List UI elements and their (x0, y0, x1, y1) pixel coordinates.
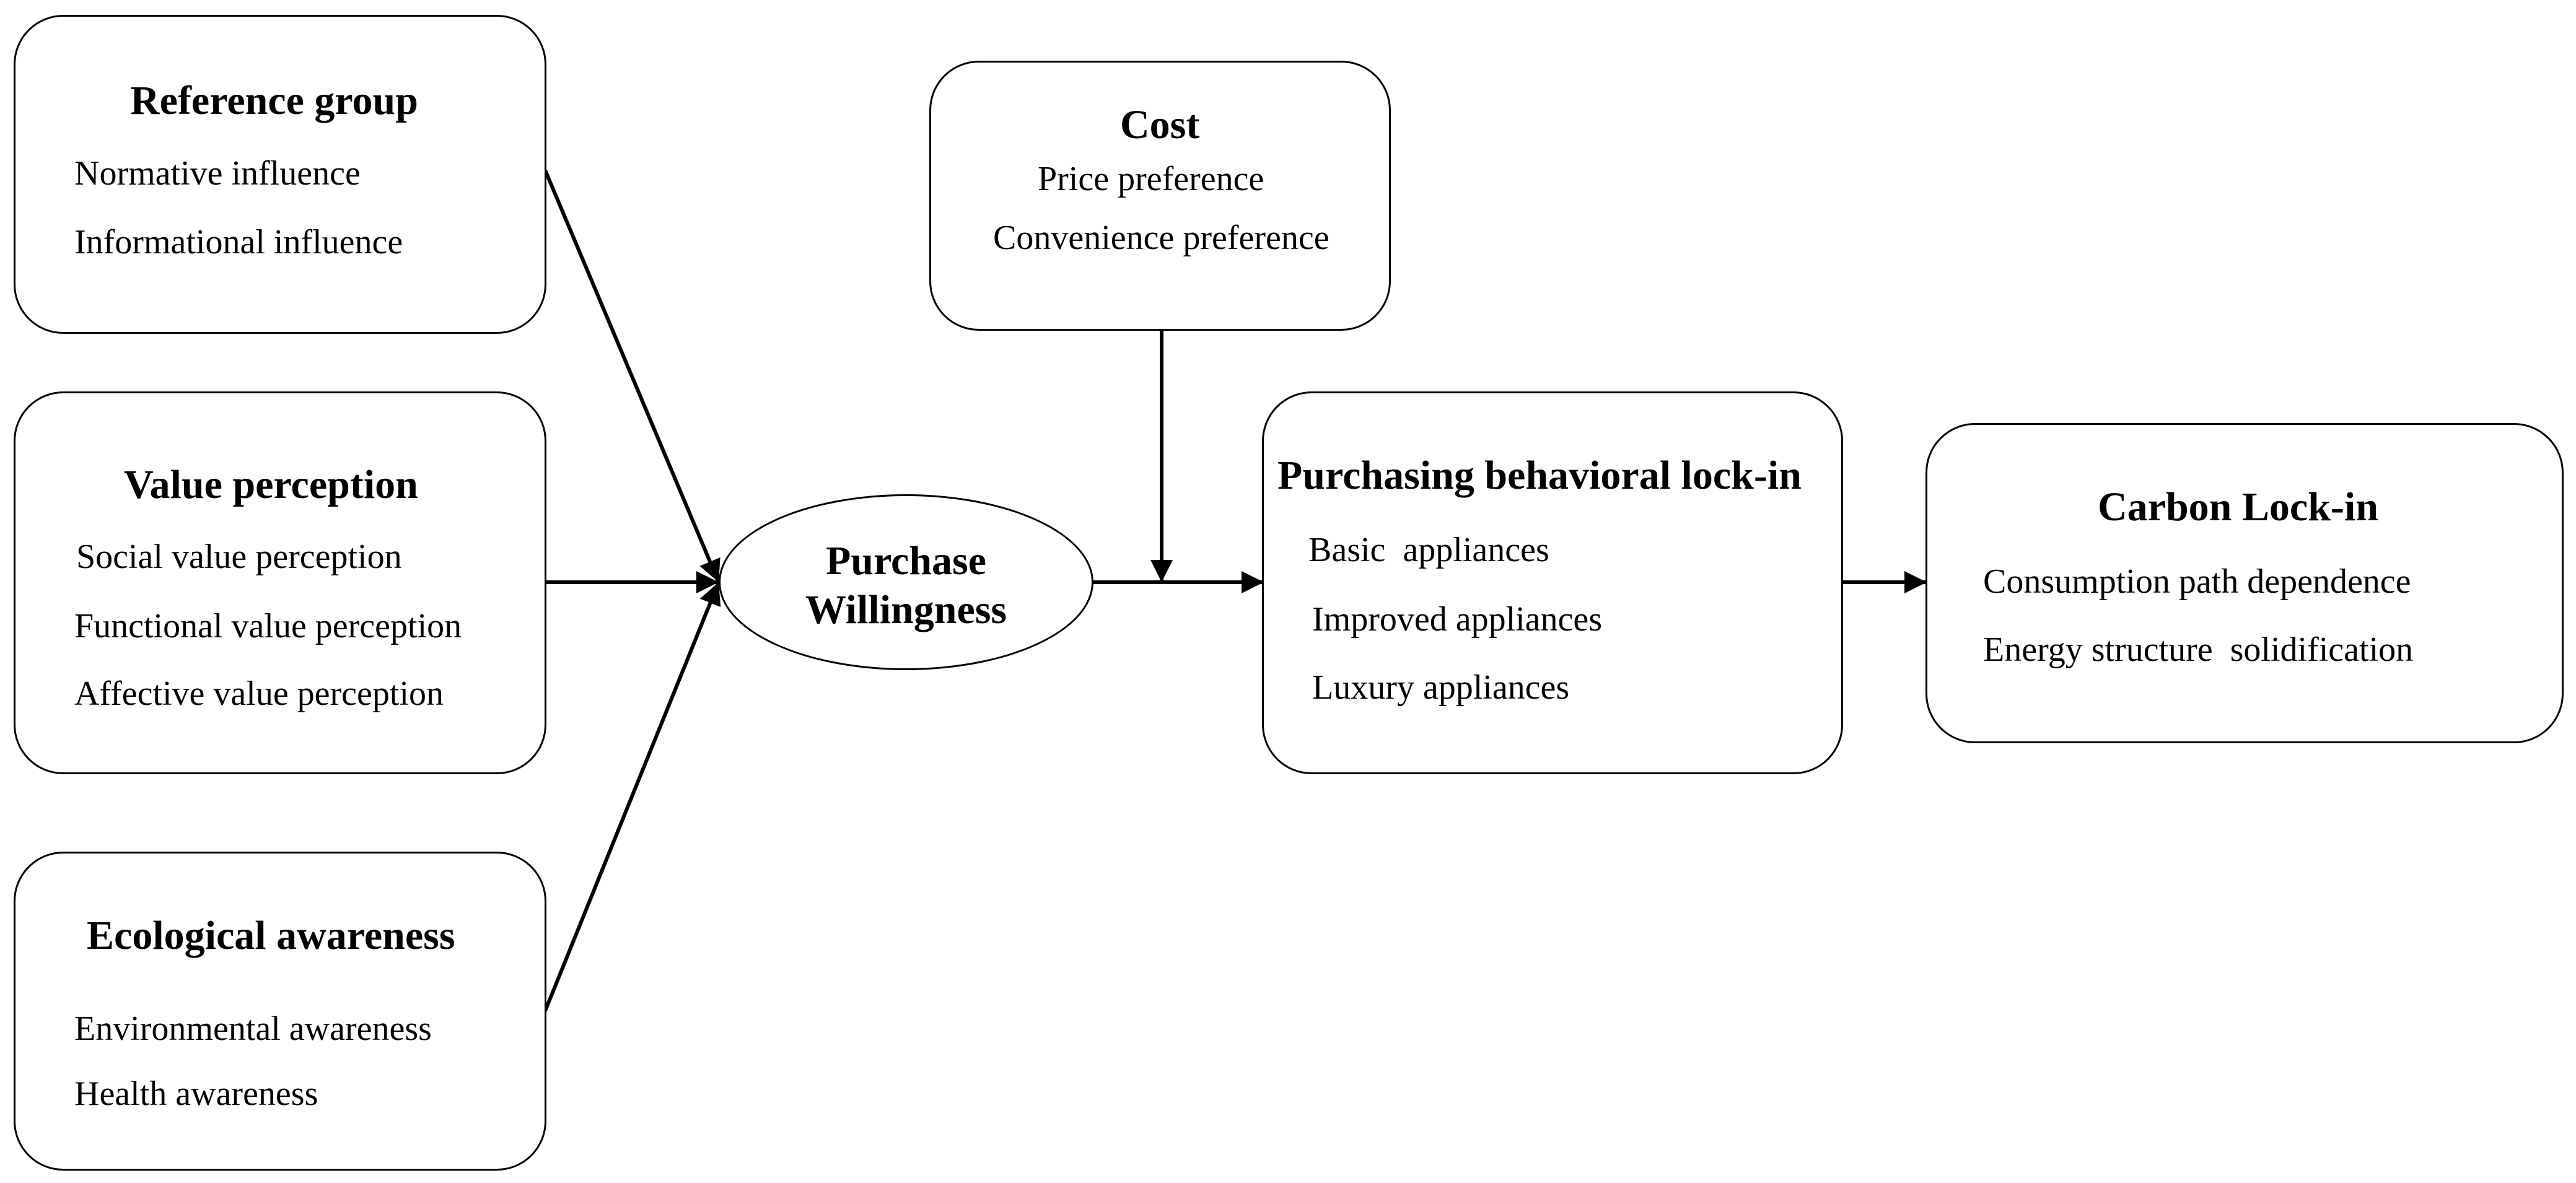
ecological-awareness-title: Ecological awareness (87, 913, 455, 958)
price-preference-label: Price preference (1038, 160, 1264, 198)
energy-structure-solidification-label: Energy structure solidification (1983, 631, 2414, 669)
social-value-perception-label: Social value perception (76, 538, 402, 576)
luxury-appliances-label: Luxury appliances (1312, 668, 1570, 707)
ecological-awareness-box: Ecological awareness Environmental aware… (14, 852, 546, 1171)
arrow-ecological-to-willingness (543, 581, 721, 1012)
functional-value-perception-label: Functional value perception (74, 607, 462, 645)
health-awareness-label: Health awareness (74, 1075, 318, 1113)
environmental-awareness-label: Environmental awareness (74, 1010, 432, 1048)
purchase-willingness-line2: Willingness (805, 587, 1007, 633)
purchase-willingness-line1: Purchase (825, 538, 987, 583)
purchasing-lockin-box: Purchasing behavioral lock-in Basic appl… (1262, 391, 1843, 774)
reference-group-box: Reference group Normative influence Info… (14, 15, 546, 334)
improved-appliances-label: Improved appliances (1312, 600, 1603, 639)
cost-box: Cost Price preference Convenience prefer… (929, 61, 1391, 331)
carbon-lockin-box: Carbon Lock-in Consumption path dependen… (1925, 423, 2564, 743)
purchasing-lockin-title: Purchasing behavioral lock-in (1277, 453, 1802, 498)
normative-influence-label: Normative influence (74, 154, 361, 193)
value-perception-box: Value perception Social value perception… (14, 391, 546, 774)
purchase-willingness-ellipse: Purchase Willingness (719, 494, 1093, 670)
purchase-willingness-label: Purchase Willingness (721, 536, 1092, 634)
carbon-lockin-title: Carbon Lock-in (2098, 484, 2378, 530)
reference-group-title: Reference group (130, 78, 418, 123)
convenience-preference-label: Convenience preference (993, 219, 1330, 257)
informational-influence-label: Informational influence (74, 223, 403, 261)
affective-value-perception-label: Affective value perception (74, 674, 444, 713)
value-perception-title: Value perception (124, 462, 418, 507)
consumption-path-dependence-label: Consumption path dependence (1983, 562, 2411, 601)
basic-appliances-label: Basic appliances (1308, 531, 1549, 569)
arrow-reference-to-willingness (543, 169, 721, 583)
cost-title: Cost (1120, 102, 1200, 147)
